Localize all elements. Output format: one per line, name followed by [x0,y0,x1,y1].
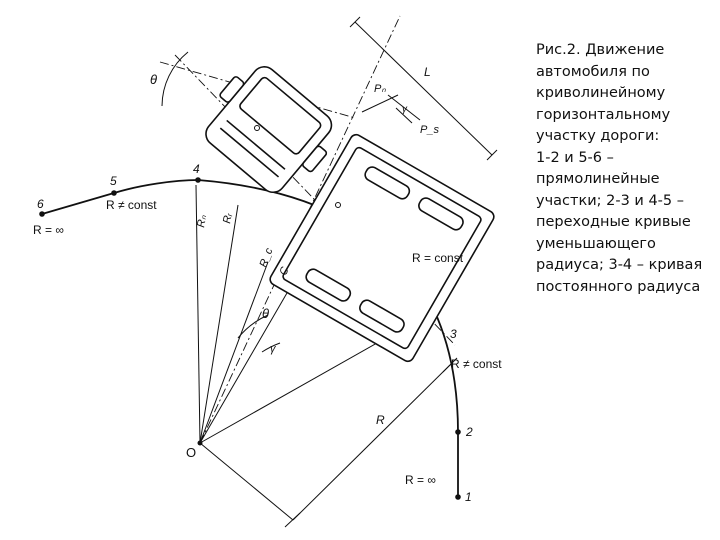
label-point-5: 5 [110,174,117,188]
trailer-wheel-a [305,268,352,302]
theta-mid-label: θ [262,306,269,321]
gamma-top-label: γ [402,104,408,115]
label-point-2: 2 [465,425,473,439]
trailer-wheel-d [418,197,464,231]
trailer-wheel-c [359,299,405,333]
ps-label: P_s [420,124,439,136]
trailer-body [269,133,495,363]
front-wheel-right [302,145,328,173]
label-point-4: 4 [193,162,200,176]
vehicle [205,66,495,363]
pn-label: Pₙ [374,83,386,95]
point-labels: 1 2 3 4 5 6 [37,162,473,504]
label-point-1: 1 [465,490,472,504]
theta-top-label: θ [150,72,157,87]
gamma-mid-label: γ [270,343,277,355]
rc-label: R_c [258,246,276,269]
point-6 [39,211,45,217]
trailer-wheel-b [364,166,411,200]
r-inf-bottom: R = ∞ [405,473,436,487]
point-1 [455,494,461,500]
center-label: O [186,445,196,460]
rr-label: Rᵣ [221,212,235,225]
r-const: R = const [412,251,464,265]
angle-arcs [161,51,281,353]
c-label: C [278,265,292,277]
r-label: R [376,413,385,427]
center-marks [254,125,341,208]
front-wheel-left [219,76,245,103]
point-2 [455,429,461,435]
r-nconst-right: R ≠ const [451,357,502,371]
force-markers [361,94,421,124]
cab-window [239,76,322,155]
point-4 [195,177,201,183]
figure-caption: Рис.2. Движение автомобиля по криволиней… [536,42,703,295]
r-annotations: R = ∞ R ≠ const R = const R ≠ const R = … [33,198,502,487]
r-inf-left: R = ∞ [33,223,64,237]
label-point-6: 6 [37,197,44,211]
r-nconst-left: R ≠ const [106,198,157,212]
l-dimension [349,16,498,161]
label-point-3: 3 [450,327,457,341]
r-dimension [199,357,458,528]
trailer-inner [282,146,482,350]
rn-label: Rₙ [195,214,209,229]
point-5 [111,190,117,196]
l-label: L [424,65,431,79]
